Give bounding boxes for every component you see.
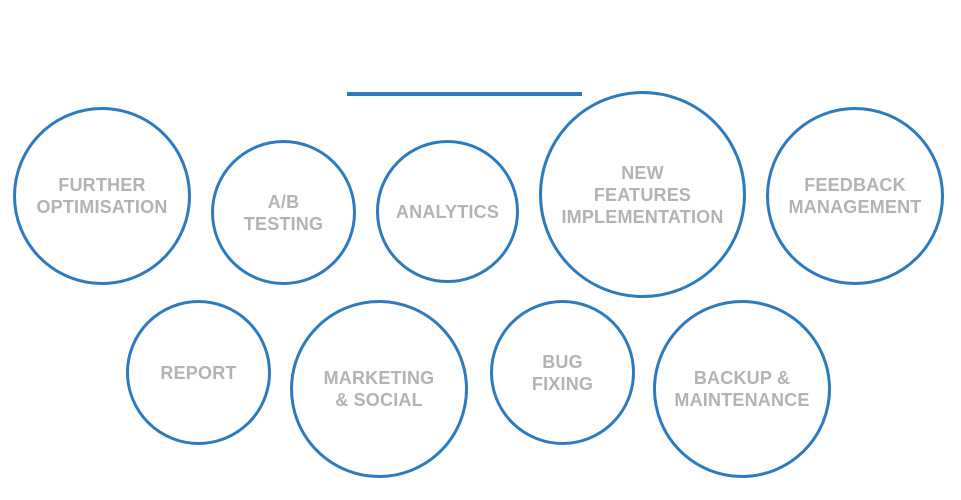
node-backup-maintenance: BACKUP & MAINTENANCE (653, 300, 831, 478)
node-analytics: ANALYTICS (376, 140, 519, 283)
node-feedback-management: FEEDBACK MANAGEMENT (766, 107, 944, 285)
node-marketing-social: MARKETING & SOCIAL (290, 300, 468, 478)
node-label: FEEDBACK MANAGEMENT (788, 175, 922, 217)
node-label: BACKUP & MAINTENANCE (674, 368, 810, 410)
node-ab-testing: A/B TESTING (211, 140, 356, 285)
node-label: BUG FIXING (531, 351, 594, 394)
title-underline (347, 92, 582, 96)
node-label: NEW FEATURES IMPLEMENTATION (561, 162, 724, 227)
node-report: REPORT (126, 300, 271, 445)
node-label: FURTHER OPTIMISATION (36, 175, 168, 217)
node-label: A/B TESTING (243, 191, 324, 234)
node-bug-fixing: BUG FIXING (490, 300, 635, 445)
node-label: ANALYTICS (395, 201, 500, 222)
node-label: REPORT (160, 362, 237, 383)
node-label: MARKETING & SOCIAL (323, 368, 435, 410)
node-further-optimisation: FURTHER OPTIMISATION (13, 107, 191, 285)
node-new-features-implementation: NEW FEATURES IMPLEMENTATION (539, 91, 746, 298)
